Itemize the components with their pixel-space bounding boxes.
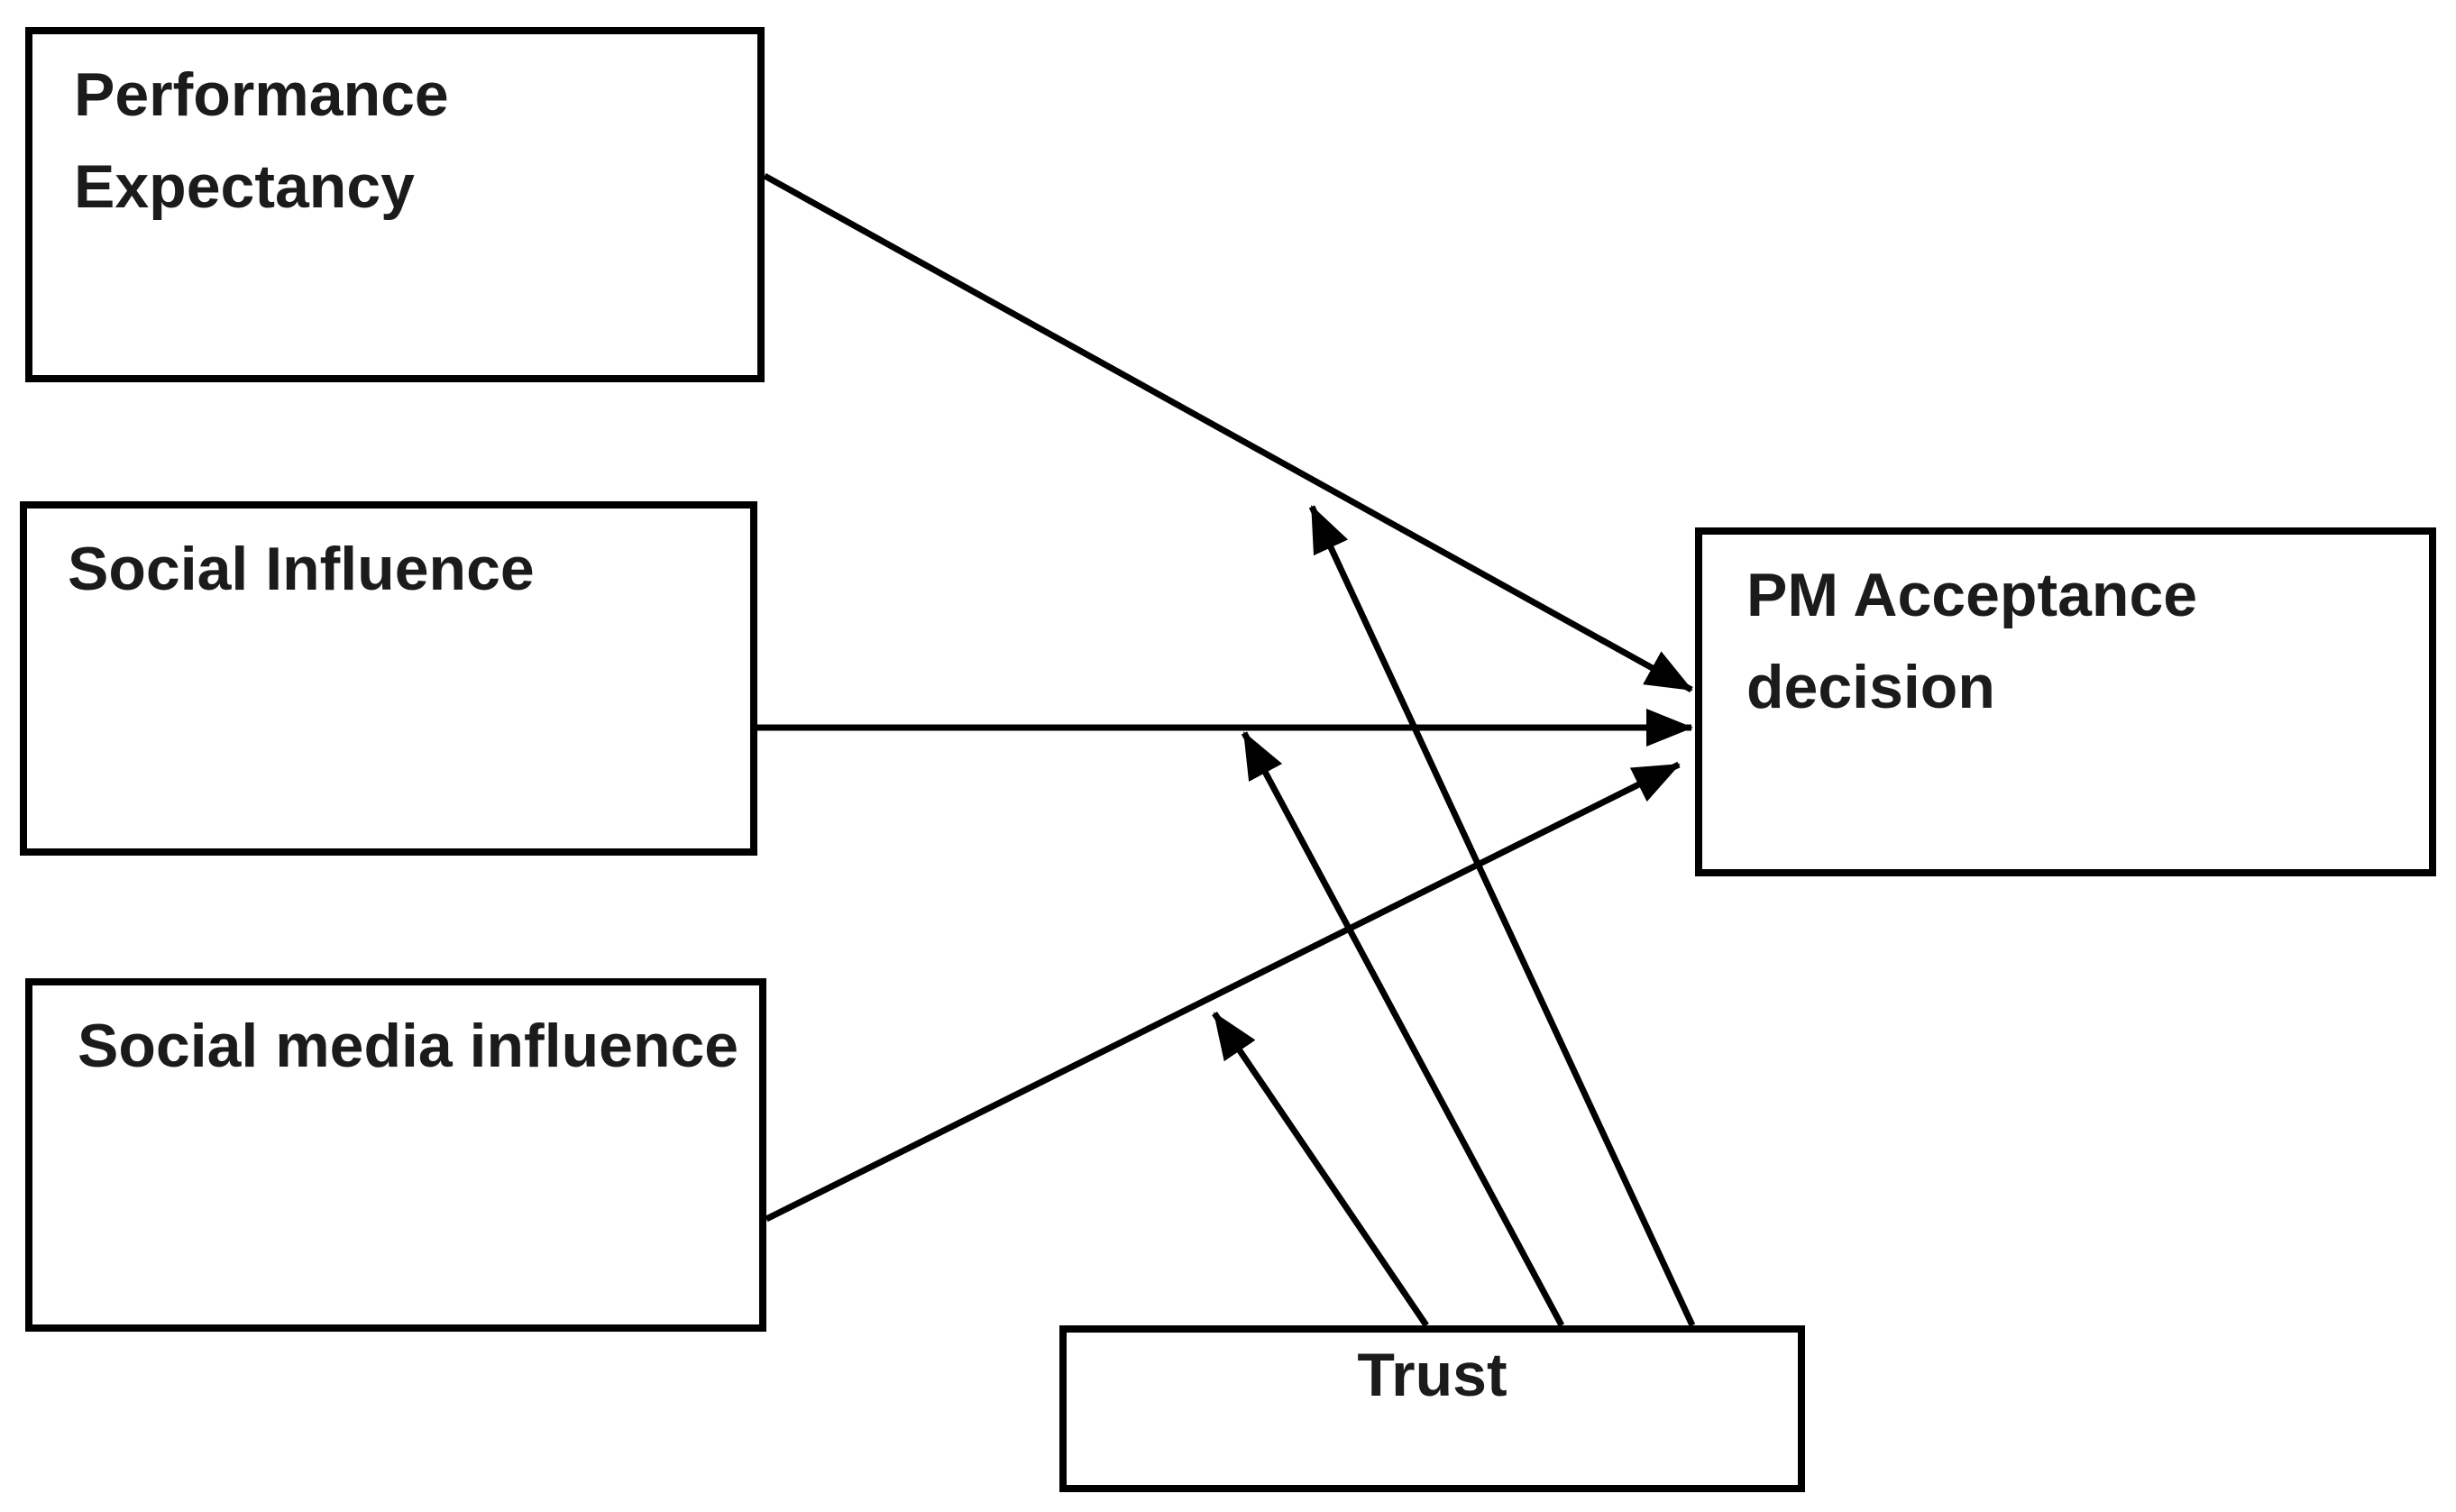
arrow-trust-to-social-media-influence-path bbox=[1212, 1012, 1429, 1327]
social-media-influence-label: Social media influence bbox=[78, 1012, 739, 1080]
performance-expectancy-label-line1: Performance bbox=[74, 60, 449, 129]
pm-acceptance-decision-label-line1: PM Acceptance bbox=[1746, 561, 2198, 629]
social-media-influence-box bbox=[25, 978, 766, 1332]
trust-label: Trust bbox=[1357, 1341, 1508, 1409]
arrow-trust-to-performance-expectancy-path bbox=[1308, 505, 1696, 1327]
social-influence-box bbox=[20, 501, 757, 856]
performance-expectancy-label-line2: Expectancy bbox=[74, 152, 415, 221]
performance-expectancy-box bbox=[25, 27, 765, 382]
arrow-performance-expectancy-to-pm-acceptance bbox=[763, 172, 1693, 693]
pm-acceptance-decision-label: PM Acceptance decision bbox=[1746, 549, 2197, 733]
arrow-social-media-influence-to-pm-acceptance bbox=[765, 761, 1681, 1223]
pm-acceptance-decision-box bbox=[1695, 527, 2436, 876]
arrow-trust-to-social-influence-path bbox=[1241, 731, 1565, 1327]
social-influence-label: Social Influence bbox=[68, 535, 535, 603]
pm-acceptance-decision-label-line2: decision bbox=[1746, 653, 1995, 721]
performance-expectancy-label: Performance Expectancy bbox=[74, 49, 449, 233]
trust-box bbox=[1059, 1325, 1805, 1492]
